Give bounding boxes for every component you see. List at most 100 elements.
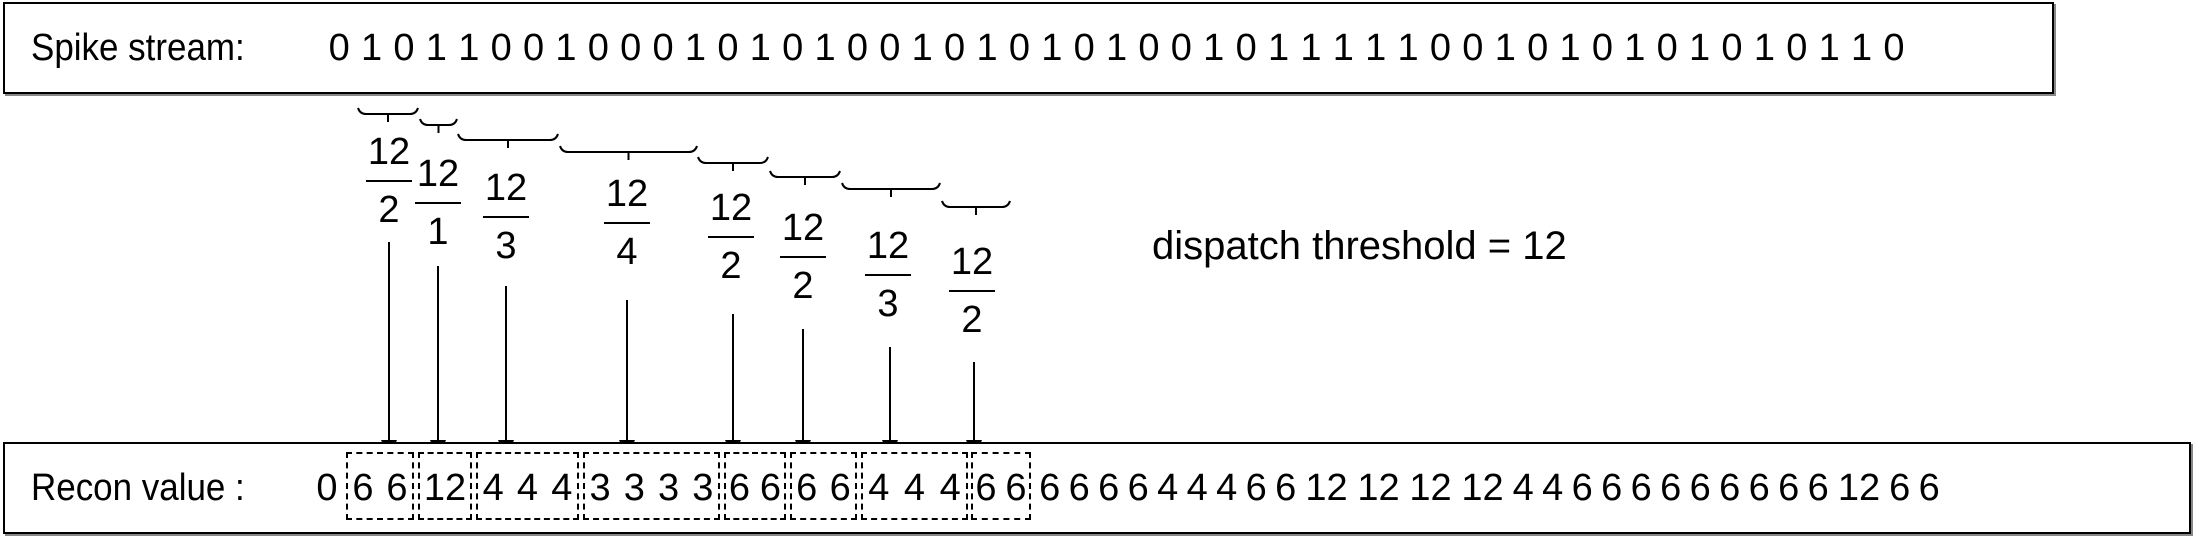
down-arrow-icon: [725, 314, 741, 458]
spike-bit: 1: [1624, 26, 1646, 69]
recon-value: 6: [1245, 467, 1267, 509]
recon-value: 3: [589, 467, 611, 509]
recon-value: 6: [1068, 467, 1090, 509]
recon-value: 6: [1719, 467, 1741, 509]
down-arrow-icon: [430, 266, 446, 458]
recon-value: 4: [903, 467, 926, 509]
recon-value: 6: [1571, 467, 1593, 509]
recon-value: 4: [1216, 467, 1238, 509]
recon-value: 3: [658, 467, 680, 509]
fraction-numerator: 12: [866, 225, 910, 267]
spike-stream-label: Spike stream:: [31, 27, 245, 69]
recon-value: 6: [1778, 467, 1800, 509]
fraction-numerator: 12: [950, 241, 994, 283]
spike-bit: 0: [620, 26, 642, 69]
recon-value-label: Recon value :: [31, 467, 245, 509]
underbrace-icon: [419, 118, 458, 133]
recon-value: 6: [1918, 467, 1940, 509]
spike-bit: 1: [1753, 26, 1775, 69]
spike-bit: 1: [814, 26, 836, 69]
recon-value: 6: [1039, 467, 1061, 509]
spike-bit: 0: [1721, 26, 1743, 69]
recon-value: 6: [1807, 467, 1829, 509]
recon-value: 12: [1837, 467, 1881, 509]
spike-bit: 0: [944, 26, 966, 69]
dispatch-group-box: [583, 452, 720, 520]
dispatch-group-box: [476, 452, 579, 520]
fraction-denominator: 4: [616, 231, 638, 273]
recon-value: 6: [1630, 467, 1652, 509]
fraction-numerator: 12: [416, 153, 460, 195]
underbrace-icon: [357, 107, 419, 122]
spike-bit: 1: [1365, 26, 1387, 69]
underbrace-icon: [841, 182, 941, 197]
recon-value: 6: [1601, 467, 1623, 509]
down-arrow-icon: [498, 286, 514, 458]
spike-bit: 1: [1041, 26, 1063, 69]
spike-bit: 1: [684, 26, 707, 69]
spike-bit: 1: [1332, 26, 1354, 69]
down-arrow-icon: [882, 347, 898, 458]
spike-bit: 0: [1656, 26, 1678, 69]
spike-bit: 0: [782, 26, 804, 69]
recon-value: 6: [829, 467, 851, 509]
recon-value: 4: [1157, 467, 1179, 509]
down-arrow-icon: [619, 300, 635, 458]
recon-value: 6: [796, 467, 818, 509]
recon-value: 12: [1305, 467, 1348, 509]
spike-bit: 0: [490, 26, 512, 69]
recon-value: 4: [1186, 467, 1208, 509]
recon-value: 4: [1542, 467, 1564, 509]
recon-value: 6: [1889, 467, 1911, 509]
spike-bit: 0: [1235, 26, 1257, 69]
spike-bit: 1: [911, 26, 933, 69]
spike-bit: 0: [879, 26, 901, 69]
recon-value: 6: [759, 467, 782, 509]
spike-bit: 0: [328, 26, 350, 69]
spike-bit: 0: [1008, 26, 1030, 69]
recon-value: 6: [1275, 467, 1297, 509]
underbrace-icon: [559, 145, 698, 160]
fraction-bar: [949, 290, 995, 292]
recon-value: 0: [316, 467, 338, 509]
recon-value: 12: [1461, 467, 1504, 509]
recon-value: 6: [386, 467, 408, 509]
fraction-numerator: 12: [484, 167, 528, 209]
fraction-numerator: 12: [709, 187, 753, 229]
spike-bit: 0: [1073, 26, 1095, 69]
recon-value: 4: [482, 467, 504, 509]
recon-value: 4: [1512, 467, 1534, 509]
recon-value: 6: [1748, 467, 1770, 509]
dispatch-group-box: [790, 452, 857, 520]
down-arrow-icon: [381, 242, 397, 458]
fraction-denominator: 2: [961, 299, 983, 341]
spike-bit: 1: [425, 26, 447, 69]
fraction-denominator: 2: [792, 265, 814, 307]
recon-value: 12: [1409, 467, 1452, 509]
recon-value: 4: [868, 467, 890, 509]
fraction-numerator: 12: [367, 131, 411, 173]
dispatch-group-box: [418, 452, 472, 520]
spike-bit: 0: [1170, 26, 1192, 69]
spike-bit: 1: [976, 26, 998, 69]
spike-bit: 1: [1267, 26, 1290, 69]
recon-value: 6: [1127, 467, 1149, 509]
spike-bit: 0: [1527, 26, 1549, 69]
spike-bit: 1: [1850, 26, 1873, 69]
underbrace-icon: [769, 170, 841, 185]
underbrace-icon: [697, 156, 769, 171]
fraction-denominator: 3: [877, 283, 899, 325]
spike-bit: 0: [587, 26, 609, 69]
fraction-bar: [415, 202, 461, 204]
dispatch-group-box: [861, 452, 968, 520]
spike-bit: 0: [393, 26, 415, 69]
